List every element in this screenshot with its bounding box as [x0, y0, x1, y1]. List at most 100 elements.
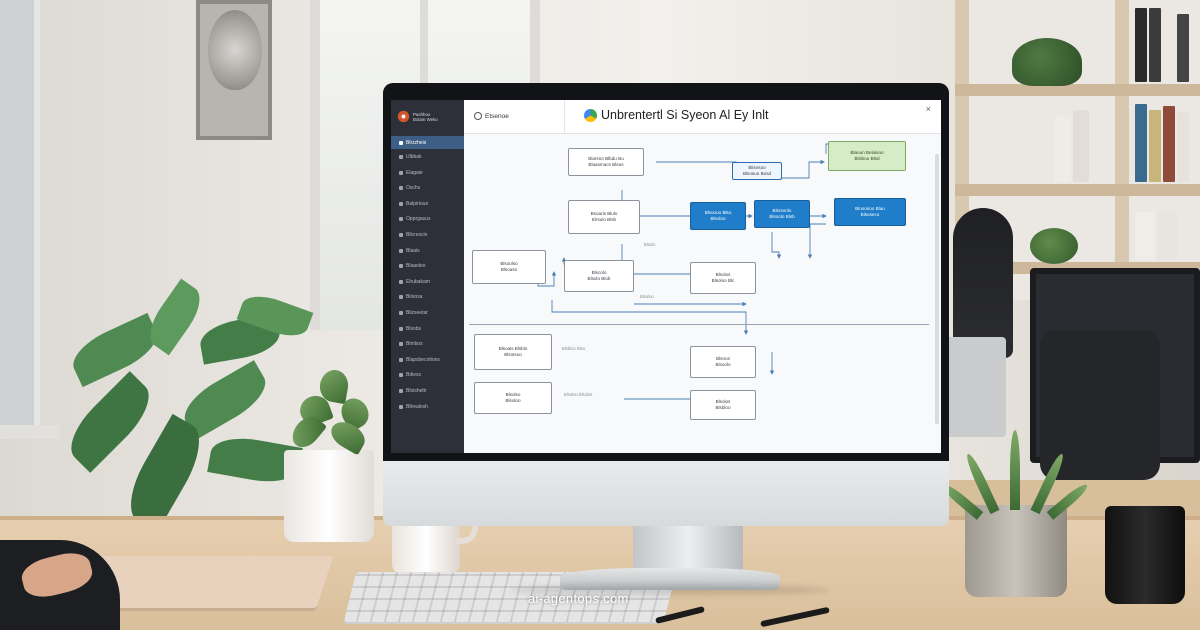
shelf-plant-small	[1030, 228, 1078, 264]
left-window	[0, 0, 40, 430]
shelf-board	[955, 184, 1200, 196]
sidebar-item-label: Bloisheltr	[406, 388, 427, 394]
sidebar-item[interactable]: Bloisheltr	[399, 388, 427, 394]
sidebar-item-icon	[399, 404, 403, 409]
sidebar-item-icon	[399, 342, 403, 347]
sidebar-item[interactable]: Bllrealesh	[399, 404, 428, 410]
sidebar-item-icon	[399, 233, 403, 237]
sidebar-item-label: Blapsbecotions	[406, 356, 440, 363]
sidebar-item[interactable]: Bloiosa	[399, 294, 422, 300]
sidebar-item-icon	[399, 170, 403, 175]
background-laptop	[946, 337, 1006, 437]
sidebar-item-icon	[399, 279, 403, 284]
canvas-scrollbar[interactable]	[935, 154, 939, 424]
sidebar-item[interactable]: Blapsbecotions	[399, 357, 440, 363]
sidebar-item[interactable]: Blrzzheis	[391, 136, 464, 149]
sidebar-item[interactable]: Blmbos	[399, 341, 423, 347]
tab-main[interactable]: Etsenoe	[474, 112, 509, 120]
sidebar-item-label: Blsobs	[406, 325, 422, 332]
node-sublabel: Blsoolo Blsb	[769, 214, 795, 219]
sidebar-item-label: Bllcrescin	[406, 232, 428, 238]
node-sublabel: Blsoolo	[715, 362, 731, 367]
sidebar-item[interactable]: Blaaoleo	[399, 263, 425, 269]
sidebar-item-label: Blaais	[406, 247, 420, 254]
sidebar-item-label: Blrzzheis	[406, 139, 427, 146]
node-label: Blaoun Beloisoo	[850, 150, 884, 156]
app-badge-icon	[584, 108, 597, 122]
node-label: Blsoouo Blso	[704, 210, 732, 216]
sidebar-item-icon	[399, 295, 403, 300]
sidebar-item[interactable]: Bllcrescin	[399, 232, 427, 238]
background-person	[953, 208, 1013, 358]
node-label: Blsolos	[715, 272, 731, 278]
sidebar-item[interactable]: Balpirioue	[399, 201, 428, 207]
window-sill	[0, 425, 60, 439]
node-label: Blisnsoo	[748, 165, 766, 171]
node-label: Blsrsoolo	[772, 208, 792, 214]
node-label: Blsolso	[505, 392, 521, 398]
sidebar-item-icon	[399, 155, 403, 159]
clock-face	[208, 10, 262, 90]
sidebar-item-label: Bdiess	[406, 372, 422, 379]
sidebar-item[interactable]: Elrubakam	[399, 279, 430, 285]
sidebar-item[interactable]: Blizseetar	[399, 310, 428, 316]
sidebar-item-label: Blizseetar	[406, 310, 428, 316]
book	[1149, 8, 1161, 82]
sidebar-item[interactable]: Oschs	[399, 185, 420, 191]
book	[1157, 212, 1177, 260]
sidebar-item-label: Balpirioue	[406, 200, 429, 207]
close-icon[interactable]: ×	[925, 104, 931, 114]
node-label: Blarsno Blbdu Bu	[588, 156, 624, 162]
sidebar-item[interactable]: Ulbbak	[399, 154, 422, 160]
node-sublabel: Blsbloo	[715, 405, 731, 410]
edge-label: Blsoloo	[640, 294, 654, 299]
page-title: Unbrentertl Si Syeon Al Ey Inlt	[584, 108, 768, 122]
sidebar-item[interactable]: Blaais	[399, 248, 420, 254]
book	[1135, 8, 1147, 82]
node-label: Blsnos	[716, 356, 730, 362]
sidebar-item-label: Oschs	[406, 185, 421, 192]
node-sublabel: Blsoloo Blc	[711, 278, 735, 283]
edge-label: Blsolo	[644, 242, 656, 247]
book	[1055, 116, 1071, 182]
sidebar-item[interactable]: Blsobs	[399, 326, 421, 332]
book	[1073, 110, 1089, 182]
app-logo-icon	[397, 110, 410, 123]
tab-label: Etsenoe	[485, 112, 509, 120]
sidebar-item[interactable]: Opprgasus	[399, 216, 430, 222]
node-sublabel: Elrsulo Blsb	[591, 217, 617, 222]
book	[1135, 104, 1147, 182]
node-sublabel: Blsosuo Bosd	[742, 171, 772, 176]
brand-line-1: Pashhoo	[413, 111, 431, 117]
black-mug	[1105, 506, 1185, 604]
agave-leaf	[1010, 430, 1020, 510]
topbar-divider	[564, 100, 565, 134]
edge	[779, 159, 825, 179]
sidebar-item-label: Ulbbak	[406, 154, 422, 160]
shelf-plant	[1012, 38, 1082, 86]
sidebar-item[interactable]: Bdiess	[399, 372, 421, 378]
sidebar-item[interactable]: Elagaie	[399, 170, 423, 176]
sidebar-item-label: Bllrealesh	[406, 403, 428, 410]
node-label: Blsoals Blsblo	[498, 346, 528, 352]
edge-label: Blsbloo Blso	[562, 346, 586, 351]
brand-text: Pashhoo Bolam Weko	[413, 112, 438, 122]
shelf-post	[1115, 0, 1129, 300]
shelf-board	[955, 84, 1200, 96]
